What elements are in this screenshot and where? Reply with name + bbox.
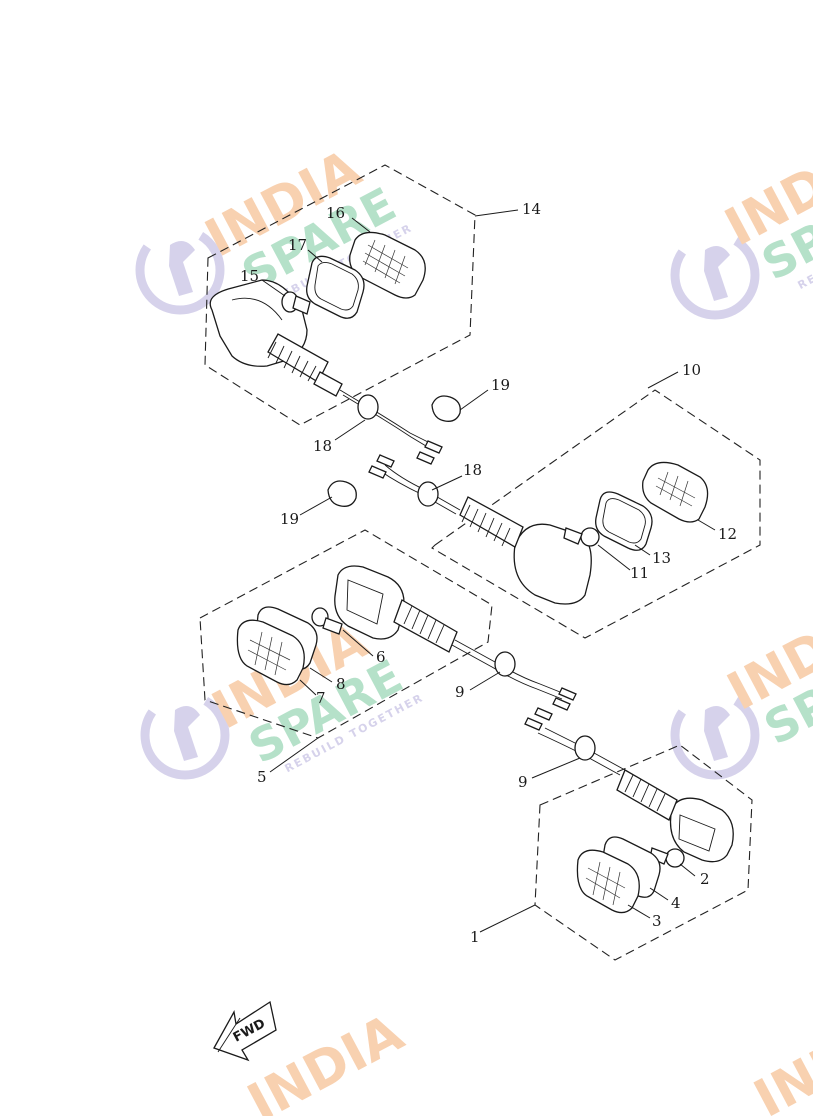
part-label-2: 2 <box>700 870 710 888</box>
part-labels: 14 16 17 15 19 18 10 18 19 12 13 11 6 8 … <box>240 200 737 946</box>
stem-bellows-10 <box>459 496 524 548</box>
part-label-6: 6 <box>376 648 386 666</box>
connector-5-1 <box>558 687 577 701</box>
part-label-11: 11 <box>630 564 649 582</box>
connector-mid-2 <box>376 454 395 468</box>
lens-7 <box>236 619 305 686</box>
clip-19-left <box>327 480 357 507</box>
part-label-8: 8 <box>336 675 346 693</box>
part-label-7: 7 <box>316 689 326 707</box>
watermark-logo-right-top: INDIA SPARE REBUILD TOGETHER <box>670 127 813 320</box>
grommet-9-mid <box>494 651 516 677</box>
connector-1-2 <box>534 707 553 721</box>
assembly-10-boundary <box>431 389 761 639</box>
part-label-15: 15 <box>240 267 259 285</box>
turn-signal-housing-1 <box>524 707 734 863</box>
part-label-4: 4 <box>671 894 681 912</box>
assembly-14-boundary <box>204 164 476 426</box>
assembly-5-boundary <box>199 529 493 739</box>
watermark-logo-bottom: INDIA INDIA <box>238 999 813 1116</box>
connector-top-2 <box>416 451 435 465</box>
lens-16 <box>349 231 426 299</box>
part-label-9-bottom: 9 <box>518 773 528 791</box>
turn-signal-housing-5 <box>334 565 577 711</box>
part-label-18-mid: 18 <box>463 461 482 479</box>
part-label-3: 3 <box>652 912 662 930</box>
stem-bellows-14 <box>267 333 343 397</box>
gasket-17 <box>306 255 365 319</box>
connector-5-2 <box>552 697 571 711</box>
connector-1-1 <box>524 717 543 731</box>
part-label-13: 13 <box>652 549 671 567</box>
connector-top-1 <box>424 440 443 454</box>
fwd-arrow-icon: FWD <box>213 1000 277 1062</box>
stem-bellows-5 <box>393 599 458 653</box>
part-label-10: 10 <box>682 361 701 379</box>
part-label-9-mid: 9 <box>455 683 465 701</box>
gasket-13 <box>595 491 653 551</box>
turn-signal-housing-10 <box>368 454 592 605</box>
bulb-15 <box>281 291 311 315</box>
part-label-12: 12 <box>718 525 737 543</box>
part-label-14: 14 <box>522 200 541 218</box>
part-label-16: 16 <box>326 204 345 222</box>
leader-lines <box>261 209 716 933</box>
part-label-5: 5 <box>257 768 267 786</box>
watermark-india-6: INDIA <box>745 999 813 1116</box>
part-label-1: 1 <box>470 928 480 946</box>
connector-mid-1 <box>368 465 387 479</box>
lens-12 <box>642 461 709 523</box>
grommet-18-top <box>357 394 379 420</box>
part-label-19-left: 19 <box>280 510 299 528</box>
clip-19-top <box>431 395 461 422</box>
bulb-6 <box>311 607 343 635</box>
watermark-logo-right-mid: INDIA SPARE <box>670 592 813 780</box>
part-label-17: 17 <box>288 236 307 254</box>
part-label-18-top: 18 <box>313 437 332 455</box>
grommet-18-mid <box>417 481 439 507</box>
grommet-9-bottom <box>574 735 596 761</box>
bulb-11 <box>563 527 600 547</box>
lens-3 <box>576 849 640 914</box>
part-label-19-top: 19 <box>491 376 510 394</box>
stem-bellows-1 <box>616 769 678 821</box>
